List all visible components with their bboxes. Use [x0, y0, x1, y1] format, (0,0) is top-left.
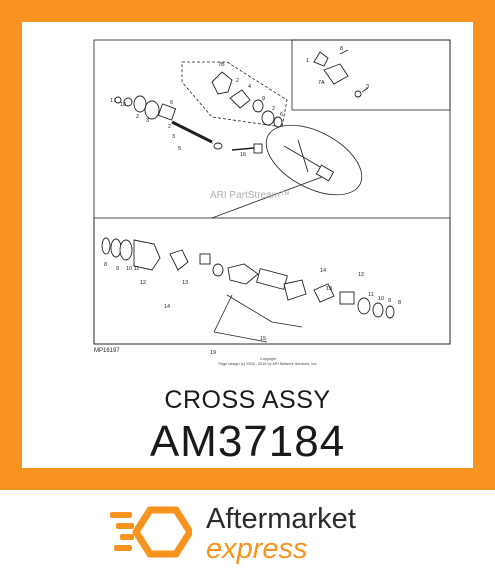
- svg-text:7B: 7B: [218, 62, 225, 68]
- svg-text:6: 6: [170, 100, 173, 106]
- svg-text:9: 9: [116, 266, 119, 272]
- svg-text:15: 15: [260, 336, 266, 342]
- svg-text:4: 4: [248, 84, 251, 90]
- svg-text:2: 2: [136, 114, 139, 120]
- svg-text:10 11: 10 11: [126, 266, 139, 272]
- svg-text:18: 18: [120, 102, 126, 108]
- svg-text:11: 11: [368, 292, 374, 298]
- svg-text:19: 19: [210, 350, 216, 356]
- brand-name-line2: express: [206, 533, 308, 565]
- svg-text:9: 9: [388, 298, 391, 304]
- hexagon-speed-logo-icon: [110, 506, 192, 558]
- svg-text:3: 3: [366, 84, 369, 90]
- svg-text:16: 16: [240, 152, 246, 158]
- svg-text:13: 13: [182, 280, 188, 286]
- svg-text:2: 2: [168, 124, 171, 130]
- copyright-line2: Page design (c) 2004 - 2016 by ARI Netwo…: [219, 362, 318, 366]
- svg-text:1: 1: [306, 58, 309, 64]
- svg-text:17: 17: [110, 98, 116, 104]
- watermark-text: ARI PartStream™: [210, 190, 290, 201]
- brand-footer: [0, 490, 495, 575]
- svg-text:2: 2: [236, 78, 239, 84]
- svg-text:12: 12: [358, 272, 364, 278]
- svg-text:14: 14: [164, 304, 170, 310]
- svg-text:14: 14: [320, 268, 326, 274]
- svg-text:3: 3: [172, 134, 175, 140]
- copyright-line1: Copyright: [260, 357, 277, 361]
- figure-id: MP16197: [94, 348, 120, 354]
- product-frame: 17 18 2 3 6 2 3 5 7B 2 4 9 2 6 16 1 8 7A…: [0, 0, 495, 490]
- svg-text:2: 2: [272, 106, 275, 112]
- svg-text:8: 8: [104, 262, 107, 268]
- svg-text:5: 5: [178, 146, 181, 152]
- brand-name-line1: Aftermarket: [206, 503, 356, 535]
- svg-text:3: 3: [146, 118, 149, 124]
- svg-text:12: 12: [140, 280, 146, 286]
- svg-text:9: 9: [262, 96, 265, 102]
- svg-text:6: 6: [280, 112, 283, 118]
- inset-box: [291, 39, 451, 111]
- parts-diagram: 17 18 2 3 6 2 3 5 7B 2 4 9 2 6 16 1 8 7A…: [93, 39, 451, 366]
- lower-section-box: [93, 217, 451, 345]
- svg-text:13: 13: [326, 286, 332, 292]
- part-name: CROSS ASSY: [164, 386, 331, 414]
- product-card: 17 18 2 3 6 2 3 5 7B 2 4 9 2 6 16 1 8 7A…: [22, 22, 473, 468]
- svg-text:10: 10: [378, 296, 384, 302]
- svg-text:7A: 7A: [318, 80, 325, 86]
- part-number: AM37184: [149, 417, 346, 466]
- svg-text:8: 8: [398, 300, 401, 306]
- svg-text:8: 8: [340, 46, 343, 52]
